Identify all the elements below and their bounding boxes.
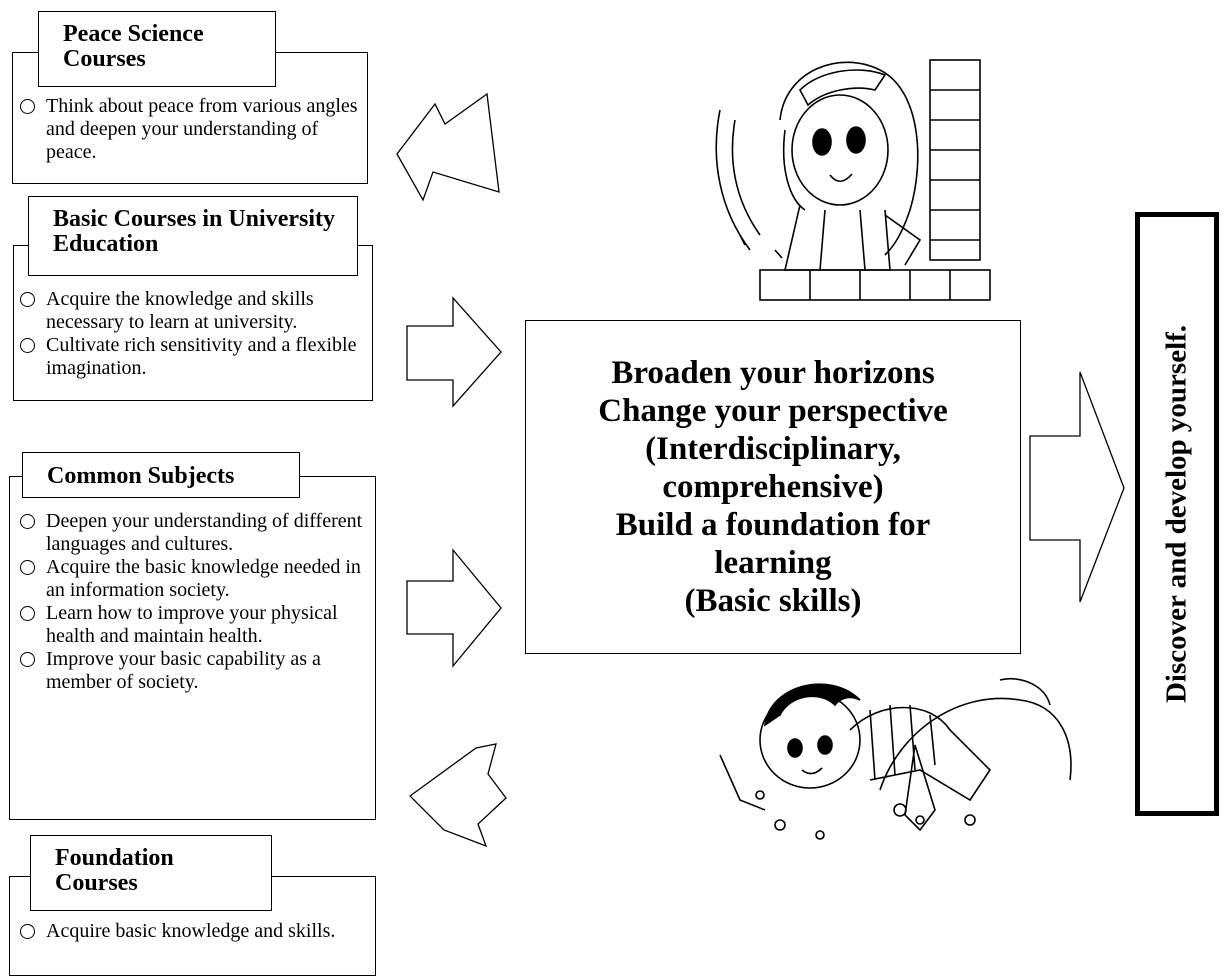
common-subjects-title-text: Common Subjects (47, 463, 235, 489)
center-line: (Basic skills) (684, 583, 862, 619)
basic-courses-title: Basic Courses in University Education (28, 196, 358, 276)
list-item: Acquire the basic knowledge needed in an… (20, 556, 370, 602)
arrow-right-icon (406, 296, 502, 408)
common-subjects-title: Common Subjects (22, 452, 300, 498)
peace-science-title: Peace Science Courses (38, 11, 276, 87)
girl-looking-out-icon (715, 59, 991, 301)
list-item: Acquire the knowledge and skills necessa… (20, 288, 365, 334)
foundation-items: Acquire basic knowledge and skills. (20, 920, 365, 943)
list-item: Improve your basic capability as a membe… (20, 648, 370, 694)
common-subjects-box (9, 476, 376, 820)
center-line: comprehensive) (662, 469, 884, 505)
foundation-title: Foundation Courses (30, 835, 272, 911)
arrow-right-icon (409, 743, 507, 848)
boy-digging-icon (719, 678, 1072, 840)
peace-science-title-text: Peace Science Courses (63, 21, 204, 72)
basic-courses-items: Acquire the knowledge and skills necessa… (20, 288, 365, 380)
list-item: Think about peace from various angles an… (20, 95, 362, 164)
foundation-title-text: Foundation Courses (55, 845, 174, 896)
peace-science-items: Think about peace from various angles an… (20, 95, 362, 164)
center-line: Broaden your horizons (611, 355, 935, 391)
outcome-box: Discover and develop yourself. (1135, 212, 1219, 816)
arrow-right-icon (1029, 371, 1125, 603)
list-item: Cultivate rich sensitivity and a flexibl… (20, 334, 365, 380)
arrow-right-icon (396, 92, 500, 202)
common-subjects-items: Deepen your understanding of different l… (20, 510, 370, 694)
center-line: Change your perspective (598, 393, 948, 429)
list-item: Deepen your understanding of different l… (20, 510, 370, 556)
center-line: learning (714, 545, 832, 581)
arrow-right-icon (406, 548, 502, 668)
center-message-box: Broaden your horizons Change your perspe… (525, 320, 1021, 654)
outcome-text: Discover and develop yourself. (1160, 324, 1193, 704)
list-item: Acquire basic knowledge and skills. (20, 920, 365, 943)
basic-courses-title-text: Basic Courses in University Education (53, 206, 335, 257)
center-line: Build a foundation for (615, 507, 931, 543)
center-line: (Interdisciplinary, (645, 431, 901, 467)
list-item: Learn how to improve your physical healt… (20, 602, 370, 648)
